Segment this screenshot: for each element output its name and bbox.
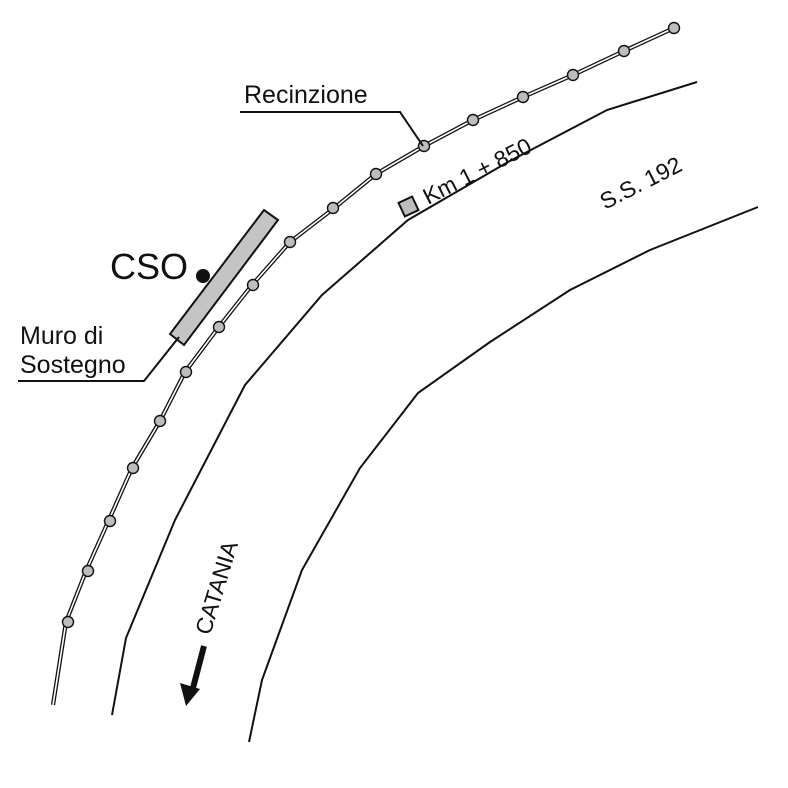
fence-line-outer — [50, 26, 675, 706]
station-marker-icon — [196, 269, 210, 283]
fence-post — [369, 167, 383, 181]
road-edge-outer — [248, 206, 759, 743]
wall-leader-line — [18, 336, 180, 382]
direction-arrow-icon — [180, 645, 207, 706]
road-edge-inner — [111, 81, 698, 716]
fence-label: Recinzione — [244, 81, 368, 109]
fence-post — [326, 201, 340, 215]
kilometer-label: Km 1 + 850 — [418, 133, 535, 210]
fence-post — [246, 278, 260, 292]
fence-line-inner — [52, 27, 675, 706]
fence-post — [283, 235, 297, 249]
station-label: CSO — [110, 246, 188, 287]
fence-post — [81, 564, 95, 578]
fence-post — [153, 414, 167, 428]
fence-post — [617, 44, 631, 58]
wall-label-line1: Muro di — [20, 322, 103, 350]
fence-post — [103, 514, 117, 528]
fence-post — [61, 615, 75, 629]
fence — [50, 21, 681, 706]
fence-post — [212, 320, 226, 334]
retaining-wall — [168, 208, 280, 347]
kilometer-marker-icon — [397, 195, 420, 218]
fence-post — [466, 113, 480, 127]
fence-post — [126, 461, 140, 475]
direction-label: CATANIA — [190, 537, 243, 637]
fence-leader-line — [240, 111, 424, 147]
fence-post — [667, 21, 681, 35]
fence-post — [566, 68, 580, 82]
fence-post — [516, 90, 530, 104]
wall-label-line2: Sostegno — [20, 351, 126, 379]
fence-post — [179, 365, 193, 379]
fence-posts — [61, 21, 681, 629]
road-label: S.S. 192 — [595, 151, 685, 214]
